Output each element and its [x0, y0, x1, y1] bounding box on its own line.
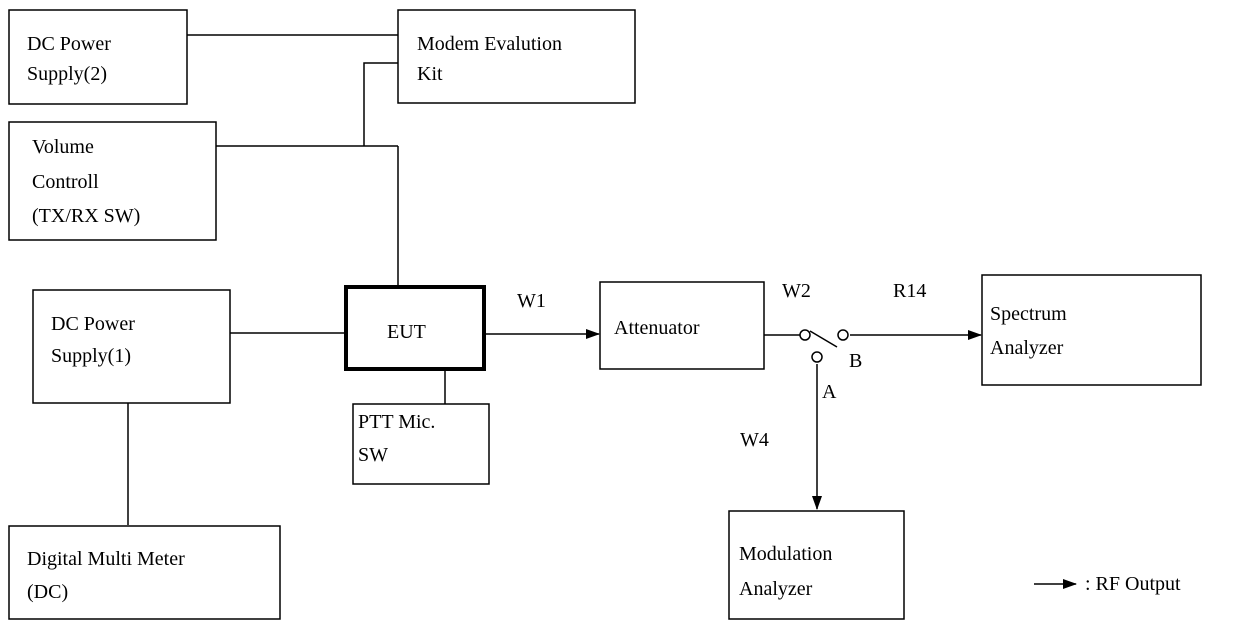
switch-terminal-common	[799, 329, 811, 341]
switch-terminal-b	[837, 329, 849, 341]
modulation-analyzer-line-1: Modulation	[739, 543, 832, 565]
switch-label-b: B	[849, 350, 862, 372]
dc-power-supply-2-line-1: DC Power	[27, 33, 111, 55]
wire-modem-bus	[363, 62, 398, 146]
ptt-mic-sw-block: PTT Mic. SW	[352, 403, 490, 485]
dc-power-supply-1-block: DC Power Supply(1)	[32, 289, 231, 404]
spectrum-analyzer-line-2: Analyzer	[990, 337, 1064, 359]
legend-label: : RF Output	[1085, 573, 1181, 595]
wire-labels: W1 W2 R14 W4 B A	[517, 280, 926, 451]
eut-label: EUT	[387, 321, 426, 343]
eut-block: EUT	[344, 285, 486, 371]
ptt-mic-line-2: SW	[358, 444, 388, 466]
volume-control-line-2: Controll	[32, 171, 99, 193]
wire-label-w2: W2	[782, 280, 811, 302]
switch-label-a: A	[822, 381, 837, 403]
legend: : RF Output	[1034, 573, 1181, 595]
digital-multimeter-block: Digital Multi Meter (DC)	[8, 525, 281, 620]
dc-power-supply-2-block: DC Power Supply(2)	[8, 9, 188, 105]
dc-power-supply-2-line-2: Supply(2)	[27, 63, 107, 85]
wire-label-r14: R14	[893, 280, 926, 302]
modem-evaluation-kit-block: Modem Evalution Kit	[397, 9, 636, 104]
modem-kit-line-2: Kit	[417, 63, 443, 85]
modulation-analyzer-block: Modulation Analyzer	[728, 510, 905, 620]
digital-multimeter-line-1: Digital Multi Meter	[27, 548, 185, 570]
wire-label-w4: W4	[740, 429, 769, 451]
attenuator-label: Attenuator	[614, 317, 700, 339]
volume-control-line-3: (TX/RX SW)	[32, 205, 140, 227]
switch-terminal-a	[811, 351, 823, 363]
switch-blade	[809, 330, 838, 348]
ptt-mic-line-1: PTT Mic.	[358, 411, 435, 433]
volume-control-line-1: Volume	[32, 136, 94, 158]
dc-power-supply-1-line-1: DC Power	[51, 313, 135, 335]
volume-control-block: Volume Controll (TX/RX SW)	[8, 121, 217, 241]
spectrum-analyzer-line-1: Spectrum	[990, 303, 1067, 325]
modem-kit-line-1: Modem Evalution	[417, 33, 562, 55]
digital-multimeter-line-2: (DC)	[27, 581, 68, 603]
spectrum-analyzer-block: Spectrum Analyzer	[981, 274, 1202, 386]
switch-terminals	[799, 329, 849, 363]
attenuator-block: Attenuator	[599, 281, 765, 370]
dc-power-supply-1-line-2: Supply(1)	[51, 345, 131, 367]
connections	[127, 34, 982, 525]
wire-label-w1: W1	[517, 290, 546, 312]
modulation-analyzer-line-2: Analyzer	[739, 578, 813, 600]
